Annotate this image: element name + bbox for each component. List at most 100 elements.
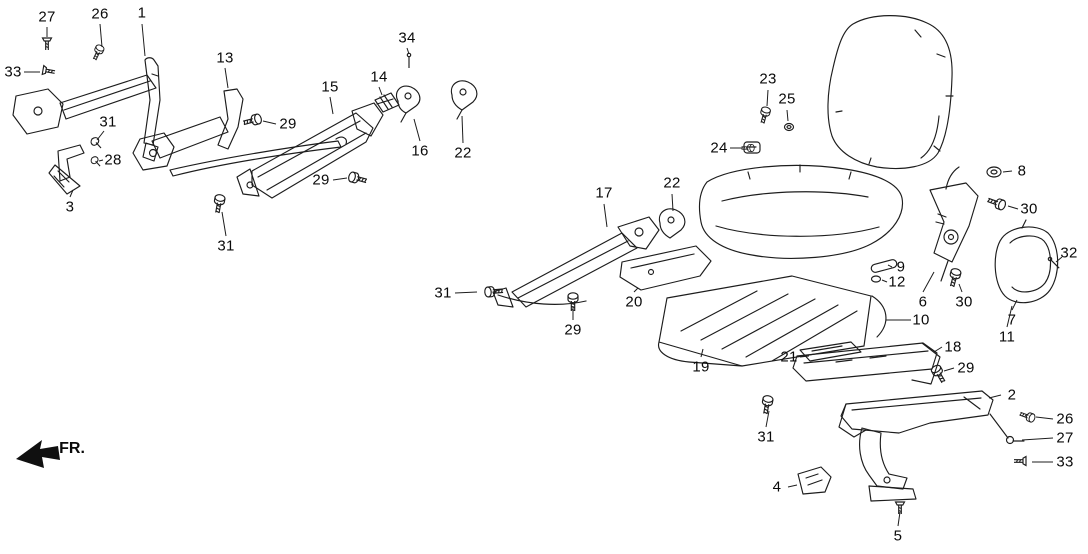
part-label-34-5: 34 — [398, 29, 416, 47]
leader-line-25-17 — [786, 109, 789, 122]
grommet-25 — [783, 122, 795, 132]
part-label-29-33: 29 — [564, 321, 582, 339]
leader-line-6-26 — [922, 271, 935, 293]
screw-33-right — [1013, 455, 1027, 467]
bolt-31-b — [211, 193, 227, 215]
part-label-14-8: 14 — [370, 68, 388, 86]
part-label-7-31: 7 — [1007, 311, 1017, 329]
leader-line-30-27 — [958, 283, 963, 293]
part-label-32-21: 32 — [1060, 244, 1078, 262]
bolt-29-b — [347, 170, 369, 187]
leader-line-14-8 — [378, 86, 383, 96]
part-label-10-30: 10 — [912, 311, 930, 329]
part-label-22-12: 22 — [454, 144, 472, 162]
part-label-18-36: 18 — [944, 338, 962, 356]
leader-line-21-35 — [799, 355, 810, 358]
pin-34 — [406, 52, 412, 69]
part-label-1-2: 1 — [137, 4, 147, 22]
part-label-30-20: 30 — [1020, 200, 1038, 218]
leader-line-26-1 — [99, 23, 103, 48]
part-cover-4 — [797, 466, 832, 495]
part-cover-7-11 — [994, 219, 1059, 304]
leader-line-22-12 — [461, 115, 464, 144]
part-handle-3 — [48, 144, 85, 195]
part-label-31-28: 31 — [434, 284, 452, 302]
part-rail-18 — [792, 342, 941, 385]
clip-28 — [90, 156, 101, 167]
bolt-24-shaft — [741, 144, 755, 152]
leader-line-12-25 — [881, 279, 888, 283]
part-label-12-25: 12 — [888, 273, 906, 291]
part-slide-rail-15 — [236, 102, 384, 199]
part-label-27-41: 27 — [1056, 429, 1074, 447]
pin-32 — [1047, 256, 1061, 270]
leader-line-19-34 — [700, 348, 704, 358]
bolt-23 — [757, 105, 772, 125]
part-bracket-22-left — [450, 80, 478, 120]
bolt-29-d — [929, 363, 949, 386]
part-label-3-13: 3 — [65, 198, 75, 216]
leader-line-31-39 — [765, 410, 770, 428]
part-label-26-40: 26 — [1056, 410, 1074, 428]
leader-line-9-24 — [887, 264, 893, 268]
leader-line-29-9 — [262, 120, 277, 125]
part-label-31-39: 31 — [757, 428, 775, 446]
part-label-24-18: 24 — [710, 139, 728, 157]
part-bracket-22-mid — [658, 208, 686, 239]
leader-line-20-29 — [633, 287, 639, 293]
fr-arrow-icon — [16, 440, 60, 468]
part-seat-cushion-pad — [698, 164, 904, 259]
part-label-33-3: 33 — [4, 63, 22, 81]
part-bracket-lower — [859, 427, 917, 502]
leader-line-27-41 — [1021, 437, 1054, 441]
bolt-26-left — [90, 43, 106, 62]
part-label-31-15: 31 — [217, 237, 235, 255]
part-label-13-4: 13 — [216, 49, 234, 67]
part-label-15-7: 15 — [321, 78, 339, 96]
leader-line-18-36 — [933, 346, 943, 353]
part-label-23-16: 23 — [759, 70, 777, 88]
leader-line-17-22 — [603, 203, 608, 228]
part-label-16-11: 16 — [411, 142, 429, 160]
part-label-11-32: 11 — [998, 328, 1016, 346]
part-washer-12 — [870, 275, 882, 283]
part-label-31-6: 31 — [99, 113, 117, 131]
part-slide-rail-13 — [132, 88, 244, 171]
bolt-30-a — [985, 194, 1008, 212]
leader-line-8-19 — [1002, 170, 1013, 173]
part-seat-back — [827, 15, 954, 170]
leader-line-2-38 — [988, 394, 1002, 399]
part-bracket-16 — [395, 85, 421, 123]
leader-line-22-23 — [671, 193, 674, 212]
part-label-30-27: 30 — [955, 293, 973, 311]
part-rail-2 — [838, 390, 1009, 439]
leader-line-1-2 — [141, 23, 146, 57]
leader-line-5-44 — [897, 511, 901, 527]
part-slide-adjuster-1 — [12, 57, 161, 162]
part-label-9-24: 9 — [896, 258, 906, 276]
part-bracket-20 — [619, 245, 712, 291]
part-label-29-37: 29 — [957, 359, 975, 377]
leader-line-29-37 — [943, 367, 955, 372]
leader-line-4-43 — [787, 484, 798, 488]
leader-line-29-14 — [332, 177, 348, 181]
part-slide-rail-17 — [492, 216, 660, 308]
leader-line-11-32 — [1006, 305, 1013, 328]
leader-line-30-20 — [1007, 205, 1019, 210]
part-label-29-14: 29 — [312, 171, 330, 189]
part-label-2-38: 2 — [1007, 386, 1017, 404]
part-label-5-44: 5 — [893, 527, 903, 545]
part-label-17-22: 17 — [595, 184, 613, 202]
part-wire-10 — [871, 295, 887, 338]
part-label-33-42: 33 — [1056, 453, 1074, 471]
part-label-26-1: 26 — [91, 5, 109, 23]
leader-line-31-6 — [96, 130, 105, 141]
leader-line-16-11 — [413, 118, 421, 142]
leader-line-13-4 — [224, 67, 229, 89]
leader-line-23-16 — [766, 89, 769, 107]
bolt-29-a — [241, 112, 263, 129]
part-collar-8 — [986, 166, 1002, 178]
leader-line-32-21 — [1055, 256, 1063, 263]
